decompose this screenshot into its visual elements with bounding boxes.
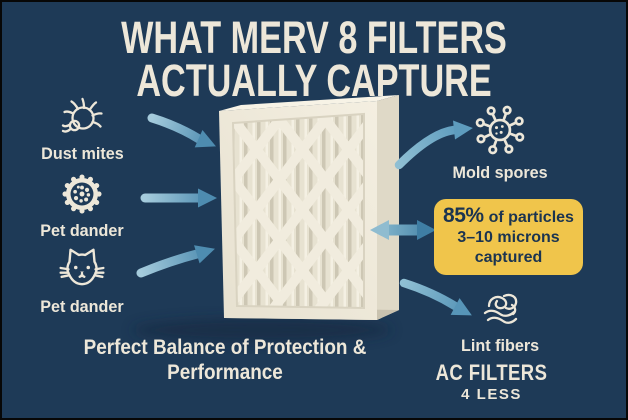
filter-top-face xyxy=(219,95,399,111)
brand-logo: AC FILTERS 4 LESS xyxy=(409,360,574,403)
callout-line-2: 3–10 microns xyxy=(457,229,560,246)
brand-subname: 4 LESS xyxy=(461,386,522,403)
callout-suffix: of particles xyxy=(488,209,574,226)
merv8-filter-illustration xyxy=(132,95,399,342)
tagline: Perfect Balance of Protection & Performa… xyxy=(42,335,408,385)
pollutant-label: Pet dander xyxy=(40,221,124,240)
cat-face-icon xyxy=(59,248,105,286)
title-line-1: WHAT MERV 8 FILTERS xyxy=(121,12,507,63)
title-line-2: ACTUALLY CAPTURE xyxy=(136,55,492,106)
callout-line-3: captured xyxy=(474,249,543,266)
pollutant-pet-dander-particle: Pet dander xyxy=(17,172,147,241)
pollutant-mold-spores: Mold spores xyxy=(435,102,565,183)
pollutant-pet-dander-cat: Pet dander xyxy=(17,244,147,317)
capture-stat-callout: 85%of particles 3–10 microns captured xyxy=(434,199,583,275)
filter-side-face xyxy=(377,95,399,320)
brand-name: AC FILTERS xyxy=(435,360,548,385)
pollutant-label: Pet dander xyxy=(40,297,124,316)
lint-fibers-icon xyxy=(483,293,518,324)
pollutant-dust-mites: Dust mites xyxy=(17,93,147,164)
pollutant-label: Lint fibers xyxy=(460,336,540,355)
filter-lattice xyxy=(233,114,364,308)
callout-line-1: 85%of particles xyxy=(443,204,574,228)
callout-percent: 85% xyxy=(443,204,484,227)
pollutant-lint-fibers: Lint fibers xyxy=(435,285,565,356)
mold-spore-icon xyxy=(475,105,525,155)
dust-mite-icon xyxy=(61,97,103,133)
tagline-line-1: Perfect Balance of Protection & xyxy=(83,335,367,359)
page-title: WHAT MERV 8 FILTERS ACTUALLY CAPTURE xyxy=(2,12,626,106)
dander-particle-icon xyxy=(62,174,102,214)
tagline-line-2: Performance xyxy=(167,360,283,384)
filter-shadow xyxy=(132,318,392,342)
pollutant-label: Mold spores xyxy=(452,163,548,182)
pollutant-label: Dust mites xyxy=(40,144,124,163)
